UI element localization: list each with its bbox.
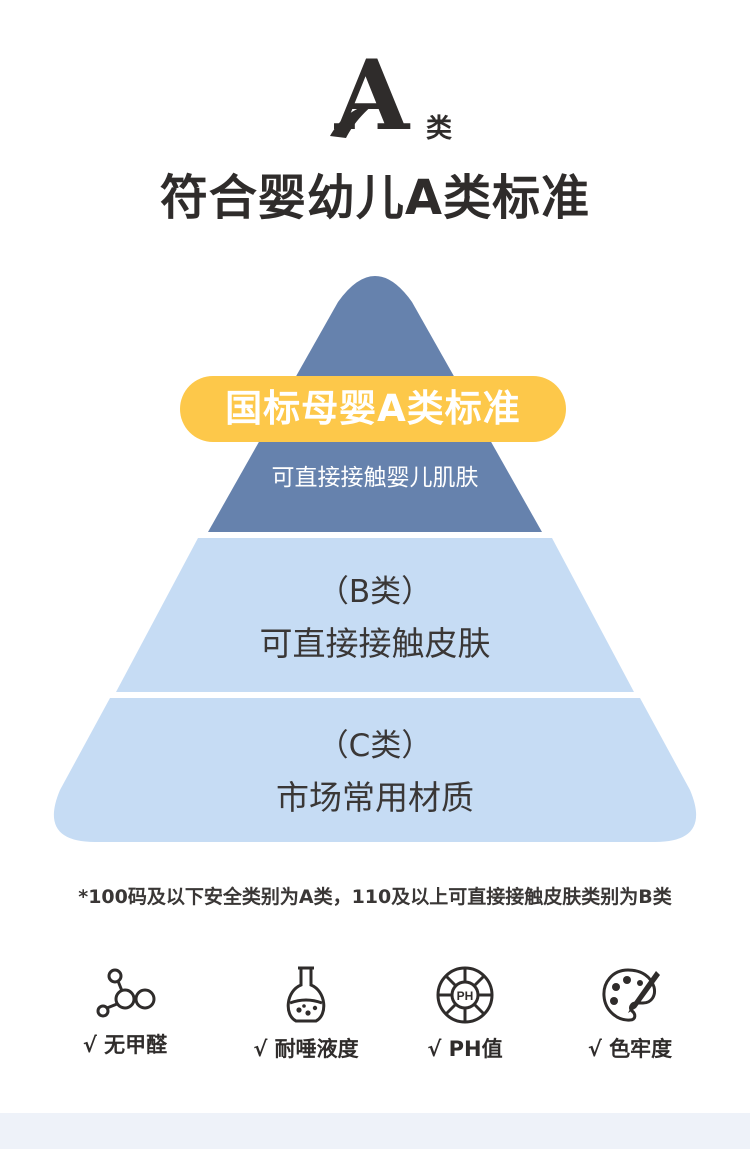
palette-icon: [602, 968, 660, 1022]
tier-b-class: （B类）: [317, 574, 433, 610]
molecule-icon: [96, 968, 156, 1018]
page-title: 符合婴幼儿A类标准: [159, 170, 591, 226]
tier-c-shape: [53, 698, 697, 842]
logo-letter: A: [334, 39, 410, 152]
footnote: *100码及以下安全类别为A类，110及以上可直接接触皮肤类别为B类: [78, 886, 672, 908]
brand-logo: A 类: [322, 48, 458, 146]
feature-label: √ PH值: [427, 1037, 503, 1061]
tier-c-class: （C类）: [317, 728, 433, 764]
tier-c-description: 市场常用材质: [276, 778, 474, 817]
tier-b-shape: [116, 538, 634, 692]
feature-label: √ 耐唾液度: [253, 1037, 359, 1061]
bottom-band: [0, 1113, 750, 1149]
flask-icon: [286, 966, 326, 1023]
leaf-icon: [330, 104, 374, 138]
feature-label: √ 无甲醛: [82, 1033, 168, 1057]
feature-colorfastness: √ 色牢度: [550, 965, 710, 1063]
tier-b-description: 可直接接触皮肤: [259, 624, 491, 663]
feature-saliva: √ 耐唾液度: [226, 965, 386, 1063]
tier-a-badge: 国标母婴A类标准: [180, 376, 566, 442]
tier-a-description: 可直接接触婴儿肌肤: [271, 465, 479, 491]
ph-icon-text: PH: [457, 989, 474, 1003]
ph-wheel-icon: PH: [436, 966, 494, 1024]
feature-label: √ 色牢度: [587, 1037, 673, 1061]
feature-ph: PH √ PH值: [385, 965, 545, 1063]
feature-formaldehyde: √ 无甲醛: [45, 965, 205, 1059]
logo-suffix: 类: [426, 114, 453, 144]
